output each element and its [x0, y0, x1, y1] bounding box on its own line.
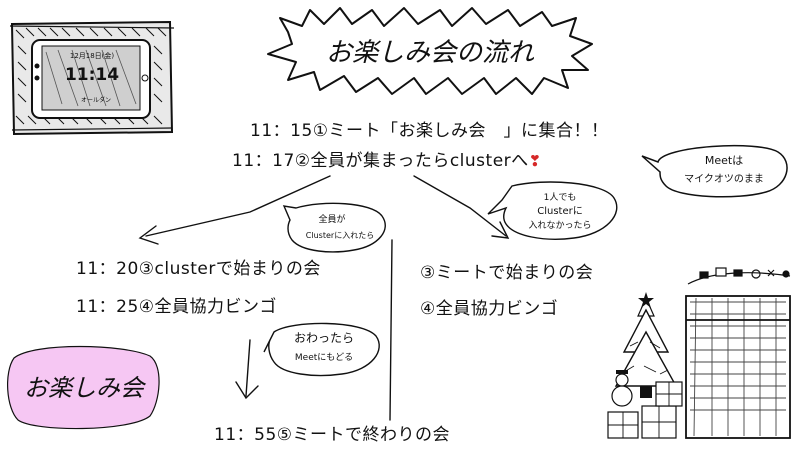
- clock-footer: オールダン: [81, 96, 111, 104]
- step-3-meet-text: ③ミートで始まりの会: [420, 263, 594, 283]
- step-4-meet-text: ④全員協力ビンゴ: [420, 299, 559, 319]
- step-2-time: 11：17: [232, 151, 295, 171]
- note-back-to-meet-bubble: おわったら Meetにもどる: [263, 322, 380, 377]
- note-meet-mic-line1: Meetは: [705, 154, 743, 167]
- note-meet-mic-bubble: Meetは マイクオツのまま: [641, 144, 788, 198]
- step-3-meet: ③ミートで始まりの会: [420, 258, 593, 283]
- step-2: 11：17②全員が集まったらclusterへ❣: [232, 146, 542, 171]
- page-title: お楽しみ会の流れ: [326, 38, 535, 68]
- note-not-all-in-line1: 1人でも: [544, 192, 577, 203]
- note-meet-mic-line2: マイクオツのまま: [684, 173, 764, 185]
- note-all-in-cluster-bubble: 全員が Clusterに入れたら: [282, 202, 386, 253]
- stamp-text: お楽しみ会: [24, 374, 147, 402]
- step-4-cluster: 11：25④全員協力ビンゴ: [76, 292, 277, 317]
- note-back-line2: Meetにもどる: [295, 352, 353, 363]
- clock-date: 12月18日(金): [70, 51, 115, 60]
- step-4-cluster-text: ④全員協力ビンゴ: [138, 297, 278, 317]
- pink-stamp: お楽しみ会: [7, 345, 160, 430]
- step-4-meet: ④全員協力ビンゴ: [420, 294, 558, 319]
- note-back-line1: おわったら: [294, 331, 354, 345]
- note-not-all-in-bubble: 1人でも Clusterに 入れなかったら: [487, 181, 618, 240]
- christmas-scene-doodle: [607, 267, 791, 439]
- step-3-cluster-time: 11：20: [76, 259, 139, 279]
- step-1-text: ①ミート「お楽しみ会 」に集合！！: [312, 121, 609, 141]
- step-1-time: 11：15: [250, 121, 313, 141]
- note-not-all-in-line2: Clusterに: [537, 205, 583, 217]
- note-all-in-line2: Clusterに入れたら: [306, 231, 374, 240]
- step-4-cluster-time: 11：25: [76, 297, 139, 317]
- step-2-text: ②全員が集まったらclusterへ: [294, 151, 529, 171]
- heart-icon: ❣: [528, 152, 542, 170]
- step-3-cluster-text: ③clusterで始まりの会: [138, 259, 321, 279]
- step-5-time: 11：55: [214, 425, 277, 445]
- step-3-cluster: 11：20③clusterで始まりの会: [76, 254, 321, 279]
- note-not-all-in-line3: 入れなかったら: [528, 220, 591, 231]
- step-5: 11：55⑤ミートで終わりの会: [214, 420, 450, 445]
- title-burst: お楽しみ会の流れ: [267, 7, 593, 95]
- clock-tablet-doodle: 12月18日(金) 11:14 オールダン: [9, 20, 175, 136]
- clock-time: 11:14: [65, 65, 119, 85]
- step-5-text: ⑤ミートで終わりの会: [276, 425, 451, 445]
- step-1: 11：15①ミート「お楽しみ会 」に集合！！: [250, 116, 609, 141]
- note-all-in-line1: 全員が: [318, 213, 345, 225]
